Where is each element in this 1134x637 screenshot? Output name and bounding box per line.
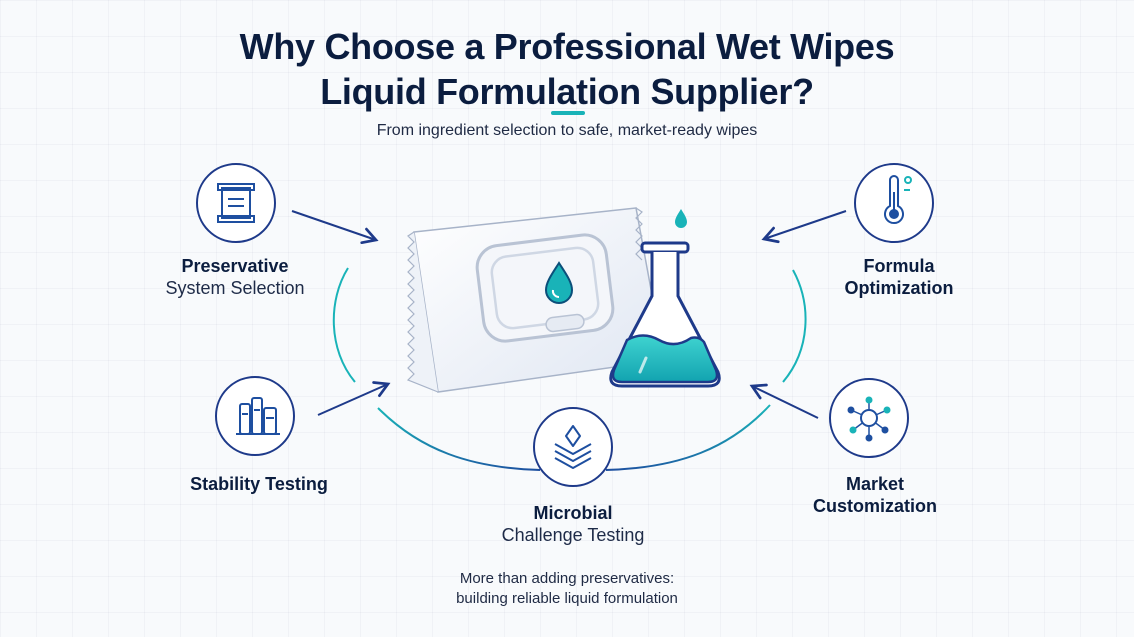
wet-wipes-pack-icon bbox=[406, 207, 665, 393]
arrow-stability bbox=[317, 381, 391, 416]
arc-left-upper bbox=[332, 267, 356, 383]
connector-arrows bbox=[291, 210, 847, 419]
lab-equipment-icon bbox=[236, 397, 280, 435]
label-microbial-line2: Challenge Testing bbox=[501, 525, 645, 545]
arrow-formula bbox=[761, 210, 847, 244]
title-line-1: Why Choose a Professional Wet Wipes bbox=[239, 26, 895, 67]
label-market: Market Customization bbox=[780, 473, 970, 517]
node-market bbox=[829, 378, 909, 458]
label-preservative-line2: System Selection bbox=[165, 278, 305, 298]
label-stability: Stability Testing bbox=[164, 473, 354, 495]
arc-left-lower bbox=[377, 407, 541, 471]
node-stability bbox=[215, 376, 295, 456]
arrow-preservative bbox=[291, 210, 379, 245]
flask-icon bbox=[609, 209, 721, 388]
label-microbial-line1: Microbial bbox=[533, 503, 613, 523]
arc-right-lower bbox=[605, 404, 771, 471]
label-formula-line1: Formula bbox=[863, 256, 935, 276]
node-formula bbox=[854, 163, 934, 243]
arrow-market bbox=[749, 383, 819, 419]
node-preservative bbox=[196, 163, 276, 243]
title-accent-bar bbox=[551, 111, 585, 115]
network-icon bbox=[847, 396, 891, 442]
scroll-icon bbox=[217, 183, 255, 223]
arc-right-upper bbox=[782, 269, 807, 383]
label-microbial: Microbial Challenge Testing bbox=[476, 502, 670, 546]
page-title: Why Choose a Professional Wet Wipes Liqu… bbox=[0, 24, 1134, 114]
subtitle: From ingredient selection to safe, marke… bbox=[376, 122, 758, 139]
label-preservative-line1: Preservative bbox=[181, 256, 289, 276]
label-formula-line2: Optimization bbox=[844, 278, 954, 298]
connector-arcs bbox=[332, 267, 807, 471]
layers-icon bbox=[554, 425, 592, 469]
label-stability-line1: Stability Testing bbox=[190, 474, 328, 494]
label-market-line1: Market bbox=[845, 474, 905, 494]
footer-note: More than adding preservatives: building… bbox=[0, 569, 1134, 609]
label-formula: Formula Optimization bbox=[804, 255, 994, 299]
node-microbial bbox=[533, 407, 613, 487]
label-preservative: Preservative System Selection bbox=[140, 255, 330, 299]
title-line-2: Liquid Formulation Supplier? bbox=[320, 71, 814, 112]
footer-line-2: building reliable liquid formulation bbox=[456, 590, 678, 607]
small-droplet-icon bbox=[675, 209, 687, 228]
thermometer-icon bbox=[884, 175, 912, 225]
label-market-line2: Customization bbox=[813, 496, 937, 516]
footer-line-1: More than adding preservatives: bbox=[459, 570, 675, 587]
